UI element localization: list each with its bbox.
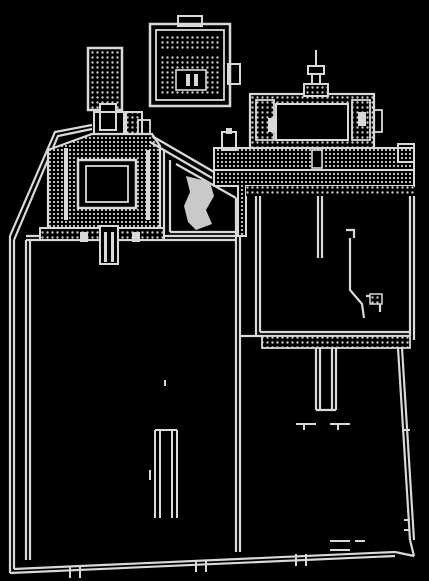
east-courtyard — [254, 196, 416, 340]
east-temple-axial-shrine — [303, 50, 329, 97]
diagonal-passage — [149, 135, 238, 236]
central-axis-court — [149, 380, 178, 518]
south-wall-gates — [69, 540, 365, 578]
east-temple-sanctuary — [248, 92, 383, 152]
west-temple-colonnade-court — [46, 132, 162, 234]
east-court-pier — [369, 293, 383, 305]
west-temple-pylon — [39, 225, 165, 265]
west-temple-sanctuary — [86, 46, 151, 139]
outer-enclosure-west — [8, 123, 396, 575]
ruin-patch — [184, 176, 214, 230]
outer-enclosure-east — [240, 334, 416, 558]
east-lower-court-features — [296, 423, 410, 531]
north-small-temple — [148, 15, 241, 108]
east-temple-hypostyle — [213, 169, 415, 237]
east-court-south-colonnade — [261, 335, 411, 349]
